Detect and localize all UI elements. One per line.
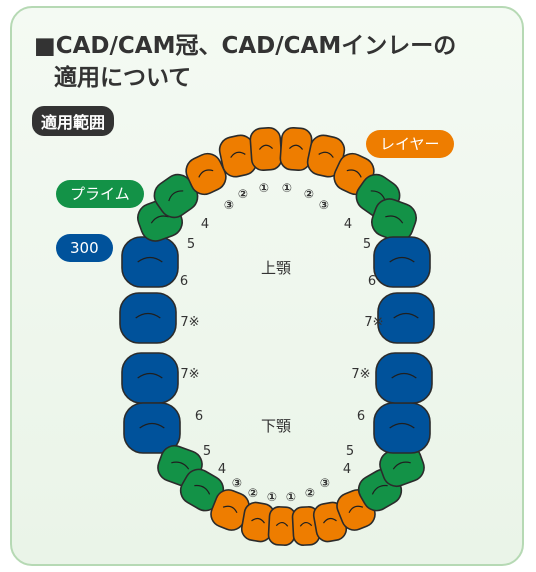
lower-tooth-fissure-11 <box>392 461 411 470</box>
lower-tooth-fissure-3 <box>194 484 211 495</box>
lower-tooth-fissure-1 <box>139 422 165 429</box>
upper-tooth-number-left-10: 4 <box>344 217 352 232</box>
upper-tooth-number-left-9: ③ <box>319 198 329 212</box>
lower-tooth-number-right-2: 5 <box>203 444 211 459</box>
upper-tooth-fissure-2 <box>150 215 169 224</box>
upper-tooth-fissure-9 <box>346 169 362 178</box>
info-card <box>10 6 524 566</box>
upper-tooth-fissure-1 <box>137 256 163 263</box>
lower-tooth-number-left-9: ③ <box>320 476 330 490</box>
scope-badge: 適用範囲 <box>32 106 115 136</box>
lower-tooth-fissure-10 <box>371 484 388 495</box>
upper-tooth-fissure-0 <box>135 312 161 319</box>
title-line-1: ■CAD/CAM冠、CAD/CAMインレーの <box>34 33 457 59</box>
page-title: ■CAD/CAM冠、CAD/CAMインレーの 適用について <box>34 30 504 94</box>
lower-tooth-fissure-0 <box>137 372 163 379</box>
upper-tooth-fissure-3 <box>168 190 184 202</box>
legend-layer: レイヤー <box>366 130 454 158</box>
lower-tooth-fissure-12 <box>389 422 415 429</box>
lower-teeth <box>121 352 433 546</box>
lower-tooth-number-right-4: ③ <box>232 476 242 490</box>
upper-tooth-right-6 <box>249 126 283 172</box>
upper-tooth-fissure-7 <box>288 144 304 150</box>
lower-tooth-number-left-13: 7※ <box>351 367 370 382</box>
upper-tooth-left-12 <box>373 236 431 288</box>
lower-tooth-fissure-7 <box>299 521 313 527</box>
upper-tooth-number-right-2: 5 <box>187 237 195 252</box>
upper-tooth-number-right-4: ③ <box>224 198 234 212</box>
lower-tooth-fissure-5 <box>251 517 265 524</box>
lower-tooth-left-13 <box>375 352 433 404</box>
upper-tooth-fissure-11 <box>385 215 404 224</box>
upper-teeth <box>119 126 435 344</box>
lower-tooth-fissure-9 <box>348 505 364 514</box>
upper-tooth-number-right-3: 4 <box>201 217 209 232</box>
upper-tooth-number-right-5: ② <box>238 187 248 201</box>
upper-tooth-number-left-8: ② <box>304 187 314 201</box>
lower-tooth-right-6 <box>267 506 297 546</box>
upper-tooth-left-13 <box>377 292 435 344</box>
lower-tooth-right-1 <box>123 402 181 454</box>
upper-tooth-number-left-12: 6 <box>368 274 376 289</box>
upper-tooth-number-left-13: 7※ <box>364 315 383 330</box>
upper-tooth-number-right-1: 6 <box>180 274 188 289</box>
upper-tooth-fissure-6 <box>258 144 274 150</box>
lower-tooth-number-right-1: 6 <box>195 409 203 424</box>
lower-tooth-number-right-5: ② <box>248 486 258 500</box>
upper-jaw-label: 上顎 <box>261 259 291 277</box>
lower-tooth-number-left-7: ① <box>286 490 296 504</box>
title-line-2: 適用について <box>54 65 192 91</box>
upper-tooth-right-1 <box>121 236 179 288</box>
lower-tooth-fissure-8 <box>323 517 337 524</box>
legend-prime: プライム <box>56 180 144 208</box>
upper-tooth-fissure-13 <box>393 312 419 319</box>
upper-tooth-number-right-0: 7※ <box>180 315 199 330</box>
lower-tooth-left-12 <box>373 402 431 454</box>
lower-tooth-number-right-6: ① <box>267 490 277 504</box>
lower-tooth-number-left-8: ② <box>305 486 315 500</box>
upper-tooth-right-0 <box>119 292 177 344</box>
lower-jaw-label: 下顎 <box>261 417 291 435</box>
lower-tooth-fissure-2 <box>171 461 190 470</box>
lower-tooth-fissure-4 <box>222 505 238 514</box>
upper-tooth-fissure-12 <box>389 256 415 263</box>
upper-tooth-fissure-8 <box>318 151 334 158</box>
lower-tooth-number-right-3: 4 <box>218 462 226 477</box>
upper-tooth-number-left-7: ① <box>282 181 292 195</box>
upper-tooth-number-left-11: 5 <box>363 237 371 252</box>
lower-tooth-number-left-10: 4 <box>343 462 351 477</box>
legend-300: 300 <box>56 234 113 262</box>
lower-tooth-right-0 <box>121 352 179 404</box>
lower-tooth-number-left-12: 6 <box>357 409 365 424</box>
upper-tooth-fissure-4 <box>198 169 214 178</box>
lower-tooth-number-right-0: 7※ <box>180 367 199 382</box>
upper-tooth-number-right-6: ① <box>259 181 269 195</box>
lower-tooth-fissure-6 <box>275 521 289 527</box>
upper-tooth-fissure-5 <box>230 151 246 158</box>
lower-tooth-number-left-11: 5 <box>346 444 354 459</box>
lower-tooth-fissure-13 <box>391 372 417 379</box>
